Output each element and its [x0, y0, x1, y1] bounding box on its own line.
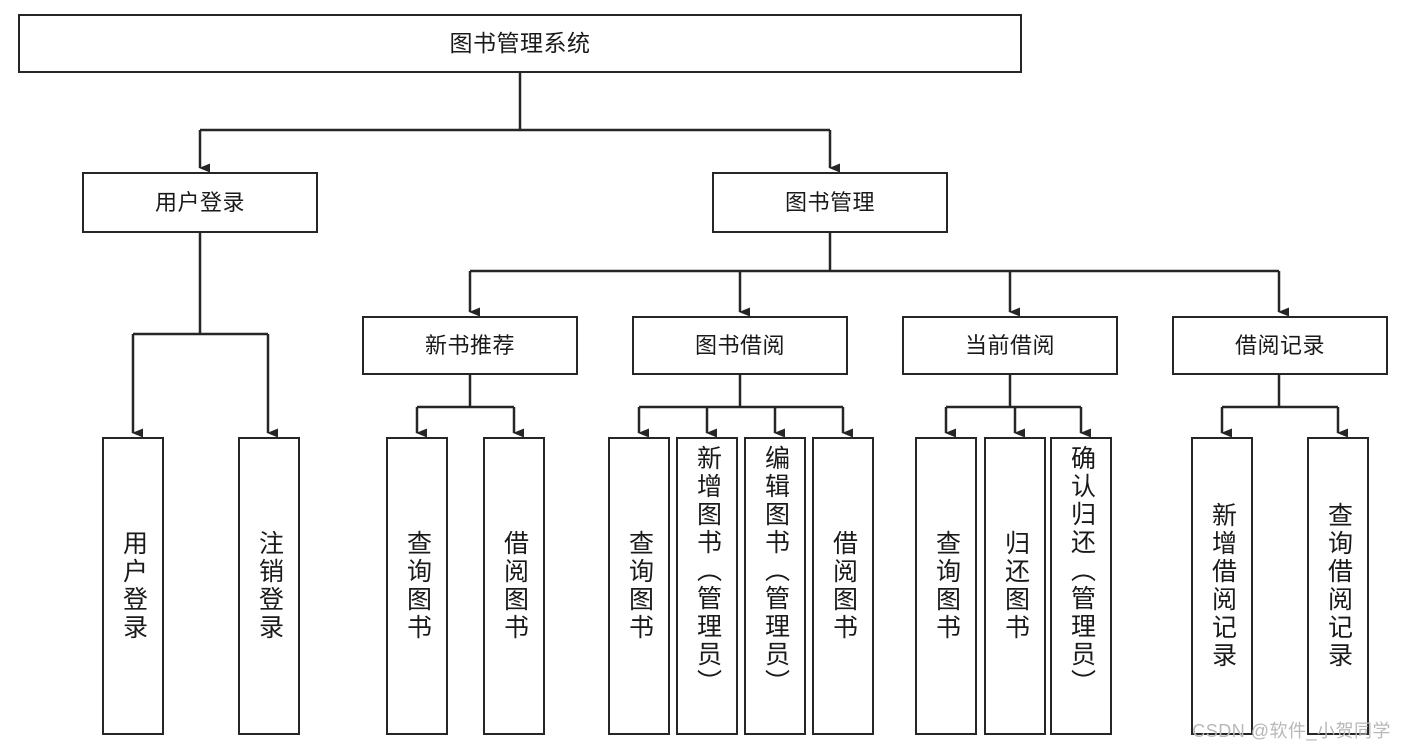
node-root-book-management-system[interactable]: 图书管理系统 [18, 14, 1022, 73]
leaf-confirm-return-admin[interactable]: 确认归还（管理员） [1050, 437, 1112, 735]
node-label: 归还图书 [1001, 530, 1030, 642]
leaf-add-book-admin[interactable]: 新增图书（管理员） [676, 437, 738, 735]
node-label: 查询图书 [403, 530, 432, 642]
node-label: 新增借阅记录 [1208, 502, 1237, 670]
node-borrow-record[interactable]: 借阅记录 [1172, 316, 1388, 375]
node-label: 借阅图书 [500, 530, 529, 642]
leaf-edit-book-admin[interactable]: 编辑图书（管理员） [744, 437, 806, 735]
node-label: 用户登录 [119, 530, 148, 642]
node-new-book-recommend[interactable]: 新书推荐 [362, 316, 578, 375]
node-label: 确认归还（管理员） [1067, 445, 1096, 697]
node-user-login[interactable]: 用户登录 [82, 172, 318, 233]
leaf-return-book[interactable]: 归还图书 [984, 437, 1046, 735]
node-label: 借阅记录 [1234, 332, 1325, 358]
leaf-query-book-recommend[interactable]: 查询图书 [386, 437, 448, 735]
node-label: 注销登录 [255, 530, 284, 642]
node-book-borrow[interactable]: 图书借阅 [632, 316, 848, 375]
leaf-query-book-current[interactable]: 查询图书 [915, 437, 977, 735]
node-label: 新书推荐 [424, 332, 515, 358]
node-book-manage[interactable]: 图书管理 [712, 172, 948, 233]
node-current-borrow[interactable]: 当前借阅 [902, 316, 1118, 375]
node-label: 编辑图书（管理员） [761, 445, 790, 697]
leaf-user-login[interactable]: 用户登录 [102, 437, 164, 735]
leaf-user-logout[interactable]: 注销登录 [238, 437, 300, 735]
node-label: 图书管理系统 [449, 29, 591, 56]
leaf-query-borrow-record[interactable]: 查询借阅记录 [1307, 437, 1369, 735]
node-label: 用户登录 [154, 189, 245, 215]
node-label: 查询借阅记录 [1324, 502, 1353, 670]
node-label: 查询图书 [625, 530, 654, 642]
node-label: 查询图书 [932, 530, 961, 642]
node-label: 图书借阅 [694, 332, 785, 358]
leaf-query-book-borrow[interactable]: 查询图书 [608, 437, 670, 735]
node-label: 新增图书（管理员） [693, 445, 722, 697]
node-label: 借阅图书 [829, 530, 858, 642]
node-label: 图书管理 [784, 189, 875, 215]
leaf-borrow-book-recommend[interactable]: 借阅图书 [483, 437, 545, 735]
node-label: 当前借阅 [964, 332, 1055, 358]
watermark-text: CSDN @软件_小贺同学 [1192, 721, 1391, 741]
leaf-add-borrow-record[interactable]: 新增借阅记录 [1191, 437, 1253, 735]
leaf-borrow-book-borrow[interactable]: 借阅图书 [812, 437, 874, 735]
